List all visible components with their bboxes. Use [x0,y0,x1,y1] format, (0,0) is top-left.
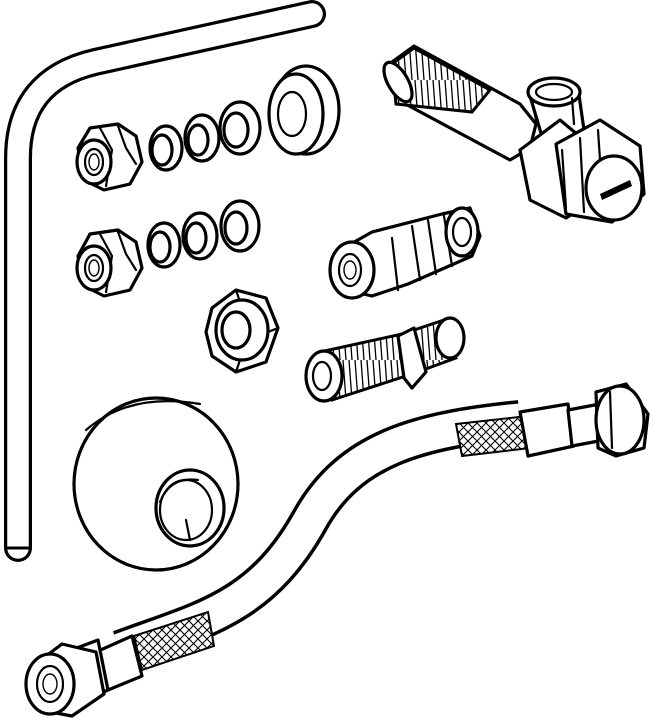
threaded-nipple-icon [304,316,466,403]
bent-pipe-icon [4,0,326,562]
rosette-icon [72,396,240,572]
hex-nut-icon [204,288,280,374]
gasket-icon [267,64,341,156]
braided-hose-icon [24,382,650,718]
angle-valve-icon [382,44,646,224]
sealing-rings-row-2-icon [146,199,261,269]
compression-nut-1-icon [75,122,144,192]
quick-connector-icon [328,206,482,300]
sealing-rings-row-1-icon [148,100,262,172]
compression-nut-2-icon [75,228,144,298]
